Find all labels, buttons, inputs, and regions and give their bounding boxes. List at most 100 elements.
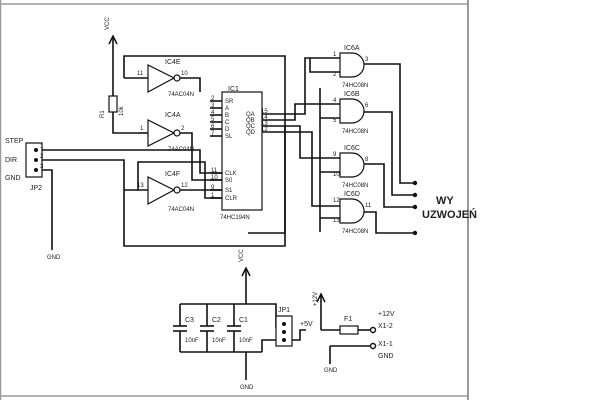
inverter-pin-out: 10 — [181, 71, 188, 77]
and-gate-pin: 3 — [365, 57, 369, 63]
and-gate-body — [339, 52, 365, 78]
capacitor-ref: C1 — [239, 317, 248, 324]
and-gate-part: 74HC08N — [342, 183, 368, 189]
pin-label-step: STEP — [5, 138, 24, 145]
and-gate-pin: 1 — [333, 52, 337, 58]
output-label-wy: WY — [436, 195, 454, 207]
ic1-pin-name: QC — [246, 124, 256, 130]
vcc-resistor-branch: VCC R1 10k — [100, 17, 138, 134]
inverter-ic4f: 13 12 IC4F 74AC04N — [124, 171, 222, 213]
page-frame — [0, 0, 469, 400]
ic1-pin-name: CLK — [225, 171, 237, 177]
and-gate-body — [339, 152, 365, 178]
capacitor: C2 10nF — [200, 304, 226, 352]
ic1-pin-number: 2 — [211, 96, 215, 102]
inverter-part: 74AC04N — [168, 92, 194, 98]
ic1-pin-number: 6 — [211, 124, 215, 130]
r1-value: 10k — [119, 105, 125, 116]
inverter-ic4a: 1 2 IC4A 74AC04N — [138, 112, 222, 181]
and-gate-part: 74HC08N — [342, 229, 368, 235]
capacitor-value: 10nF — [239, 338, 253, 344]
jumper-jp1: JP1 +5V — [261, 307, 313, 352]
plus12v-text: +12V — [378, 311, 395, 318]
and-gate: IC6D 74HC08N 12 13 11 — [333, 191, 372, 235]
capacitor-ref: C3 — [185, 317, 194, 324]
and-gate-ref: IC6B — [344, 91, 360, 98]
jp2-ref: JP2 — [30, 185, 42, 192]
x12-label: X1-2 — [378, 323, 393, 330]
and-gate-pin: 5 — [333, 118, 337, 124]
ic1-pin-number: 10 — [211, 175, 218, 181]
ic1-pin-name: A — [225, 106, 229, 112]
ic1-ref: IC1 — [228, 86, 239, 93]
gnd-text: GND — [378, 353, 394, 360]
ic1-pin-number: 3 — [211, 103, 215, 109]
inverter-ref: IC4A — [165, 112, 181, 119]
capacitor: C1 10nF — [227, 304, 253, 352]
inverter-pin-out: 2 — [181, 126, 185, 132]
power-input: +12V F1 X1-2 +12V GND X1-1 GND — [313, 292, 395, 374]
vcc-label: VCC — [105, 17, 111, 30]
ic1-pin-number: 13 — [261, 121, 268, 127]
inverter-ref: IC4E — [165, 59, 181, 66]
ic1-pin-number: 12 — [261, 127, 268, 133]
connector-jp2: 1 2 3 STEP DIR GND JP2 — [5, 138, 44, 192]
and-gate-group: IC6A74HC08N123IC6B74HC08N456IC6C74HC08N9… — [333, 45, 372, 235]
pin-label-dir: DIR — [5, 157, 17, 164]
and-gate-part: 74HC08N — [342, 129, 368, 135]
ic1-pin-name: CLR — [225, 196, 238, 202]
ic1-pin-name: S1 — [225, 188, 233, 194]
fuse-ref: F1 — [344, 316, 352, 323]
ic1-pin-number: 5 — [211, 117, 215, 123]
register-output-wires — [262, 57, 340, 232]
inverter-ic4e: 11 10 IC4E 74AC04N — [124, 59, 201, 98]
and-gate-body — [339, 198, 365, 224]
capacitor-value: 10nF — [212, 338, 226, 344]
and-gate-pin: 13 — [333, 218, 340, 224]
gnd-label: GND — [324, 368, 338, 374]
ic1-pin-number: 11 — [211, 168, 218, 174]
and-gate-pin: 2 — [333, 72, 337, 78]
and-gate-body — [339, 98, 365, 124]
and-gate-part: 74HC08N — [342, 83, 368, 89]
ic1-pin-number: 7 — [211, 131, 215, 137]
pin-label-gnd: GND — [5, 175, 21, 182]
jp2-pin-number: 2 — [40, 154, 44, 160]
ic1-pin-name: B — [225, 113, 229, 119]
capacitor-ref: C2 — [212, 317, 221, 324]
ic1-pin-number: 15 — [261, 109, 268, 115]
and-gate-ref: IC6A — [344, 45, 360, 52]
r1-ref: R1 — [100, 110, 106, 118]
ic1-pin-number: 9 — [211, 185, 215, 191]
jp2-pin-number: 3 — [40, 164, 44, 170]
and-gate-pin: 11 — [365, 203, 372, 209]
ic1-pin-number: 14 — [261, 115, 268, 121]
vcc-label: VCC — [239, 249, 245, 262]
inverter-part: 74AC04N — [168, 207, 194, 213]
and-gate-pin: 4 — [333, 98, 337, 104]
ic1-pin-name: SR — [225, 99, 234, 105]
ic1-pin-name: SL — [225, 134, 233, 140]
ic1-part: 74HC194N — [220, 215, 250, 221]
and-gate-pin: 8 — [365, 157, 369, 163]
output-label-uzwojen: UZWOJEŃ — [422, 208, 477, 221]
x11-label: X1-1 — [378, 341, 393, 348]
inverter-pin-out: 12 — [181, 183, 188, 189]
inverter-part: 74AC04N — [168, 147, 194, 153]
jp1-label: +5V — [300, 321, 313, 328]
and-gate-pin: 12 — [333, 198, 340, 204]
and-gate-ref: IC6D — [344, 191, 360, 198]
output-wires: WY UZWOJEŃ — [364, 63, 477, 236]
ic1-pin-name: C — [225, 120, 230, 126]
jp1-ref: JP1 — [278, 307, 290, 314]
inverter-pin-in: 11 — [137, 71, 144, 77]
plus12v-label: +12V — [313, 292, 319, 306]
ic1-pin-name: QB — [246, 118, 255, 124]
ic1-pin-name: S0 — [225, 178, 233, 184]
